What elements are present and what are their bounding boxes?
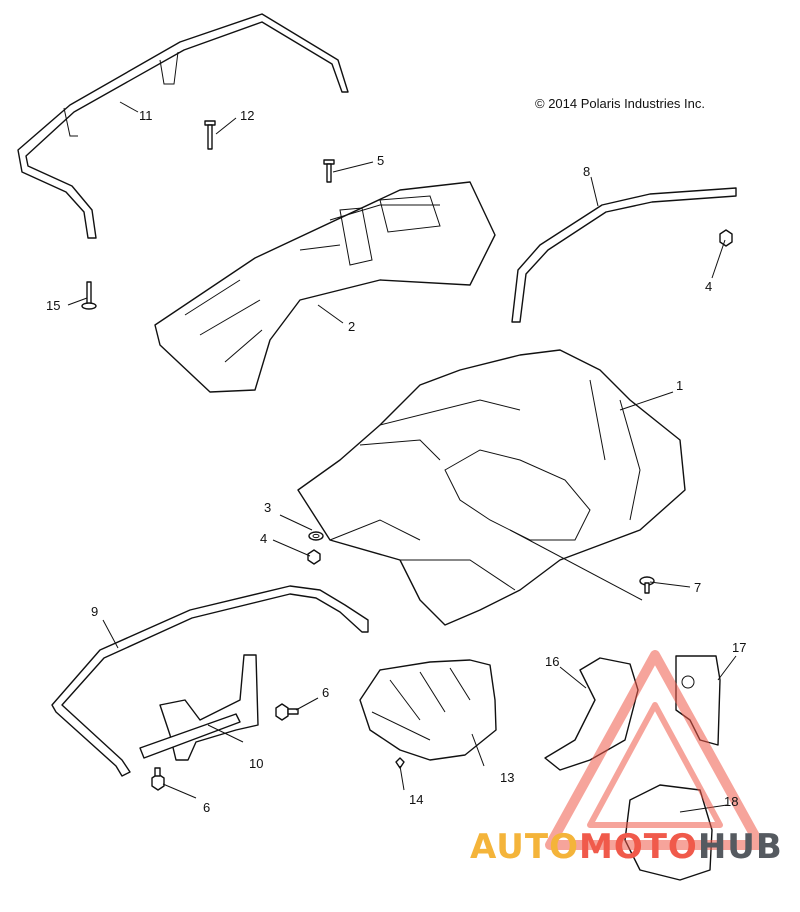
automotohub-watermark: AUTOMOTOHUB — [470, 827, 783, 867]
part-1-rear-fender — [297, 349, 686, 626]
callout-4-left: 4 — [260, 531, 267, 546]
leader-lines — [67, 101, 737, 813]
callout-14: 14 — [409, 792, 423, 807]
callout-17: 17 — [732, 640, 746, 655]
part-8-tube — [511, 187, 737, 323]
callout-9: 9 — [91, 604, 98, 619]
part-14-screw — [395, 757, 405, 769]
callout-1: 1 — [676, 378, 683, 393]
part-5-bolt — [323, 159, 335, 183]
part-4-nut-left — [307, 549, 321, 565]
callout-8: 8 — [583, 164, 590, 179]
watermark-triangle-logo — [545, 650, 765, 850]
callout-18: 18 — [724, 794, 738, 809]
callout-11: 11 — [139, 108, 153, 123]
callout-13: 13 — [500, 770, 514, 785]
part-6-bolt-left — [151, 767, 165, 791]
callout-2: 2 — [348, 319, 355, 334]
callout-10: 10 — [249, 756, 263, 771]
watermark-auto: AUTO — [470, 827, 579, 867]
part-2-rack-plate — [154, 181, 496, 393]
watermark-moto: MOTO — [578, 827, 698, 867]
callout-6-left: 6 — [203, 800, 210, 815]
callout-4-top: 4 — [705, 279, 712, 294]
part-4-nut-top — [719, 229, 733, 247]
part-15-bolt — [81, 281, 97, 310]
callout-5: 5 — [377, 153, 384, 168]
part-12-bolt — [204, 120, 216, 150]
part-3-washer — [308, 531, 324, 541]
callout-labels: 1 2 3 4 4 5 6 6 7 8 9 10 11 12 13 14 15 … — [46, 108, 746, 815]
callout-15: 15 — [46, 298, 60, 313]
callout-7: 7 — [694, 580, 701, 595]
part-16-heat-shield — [544, 657, 639, 771]
watermark-hub: HUB — [697, 827, 783, 867]
callout-12: 12 — [240, 108, 254, 123]
callout-16: 16 — [545, 654, 559, 669]
part-6-bolt-right — [275, 703, 299, 721]
part-9-guard-rail — [51, 585, 369, 777]
part-13-mud-guard — [359, 659, 497, 761]
part-11-rack-tube — [17, 13, 349, 239]
part-7-push-rivet — [639, 576, 655, 594]
part-10-bracket — [139, 654, 259, 761]
copyright-notice: © 2014 Polaris Industries Inc. — [535, 96, 705, 111]
callout-6-right: 6 — [322, 685, 329, 700]
callout-3: 3 — [264, 500, 271, 515]
